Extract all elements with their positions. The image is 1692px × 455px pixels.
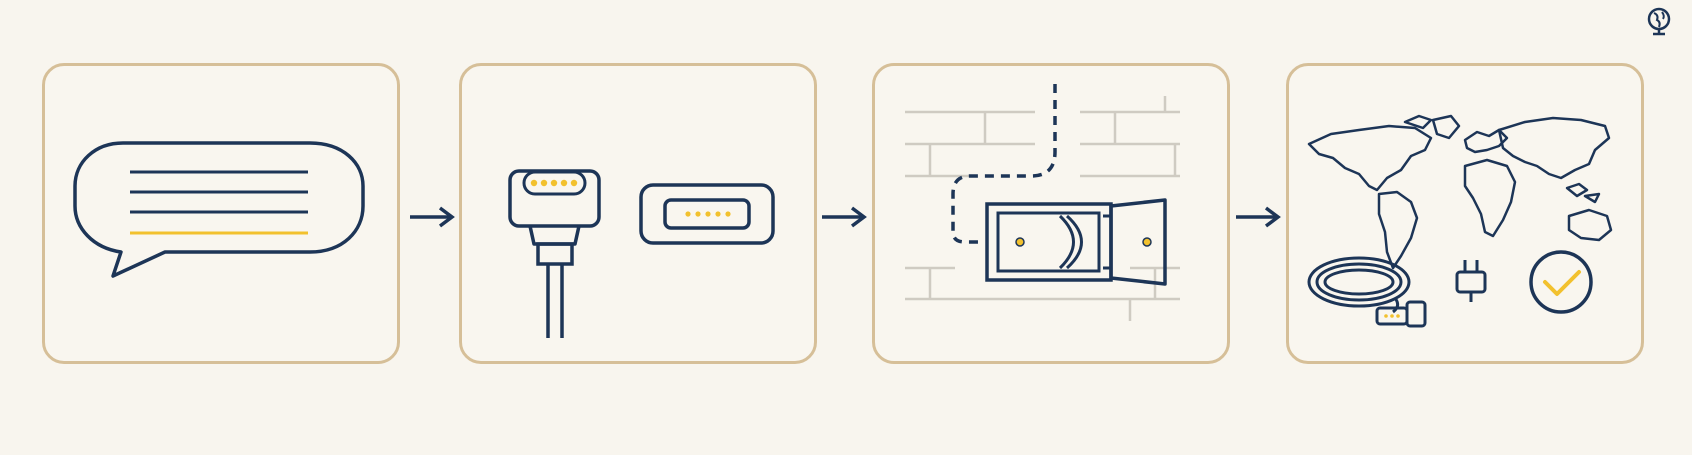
world-map-cable-plug-check-icon [1307,114,1613,328]
in-wall-cable-safe-icon [905,84,1180,321]
step-panel-3 [872,63,1230,364]
step-panel-1 [42,63,400,364]
check-circle-icon [1529,250,1593,314]
world-map [1307,114,1613,270]
right-arrow-icon [410,206,455,228]
speech-bubble-icon [73,141,365,278]
step-panel-2 [459,63,817,364]
usb-c-connector-icon [508,169,775,338]
right-arrow-icon [1236,206,1281,228]
step-panel-4 [1286,63,1644,364]
right-arrow-icon [822,206,867,228]
coiled-cable-icon [1307,256,1427,328]
power-plug-icon [1455,260,1487,302]
globe-logo-icon [1647,7,1671,36]
brick-wall [905,96,1180,321]
